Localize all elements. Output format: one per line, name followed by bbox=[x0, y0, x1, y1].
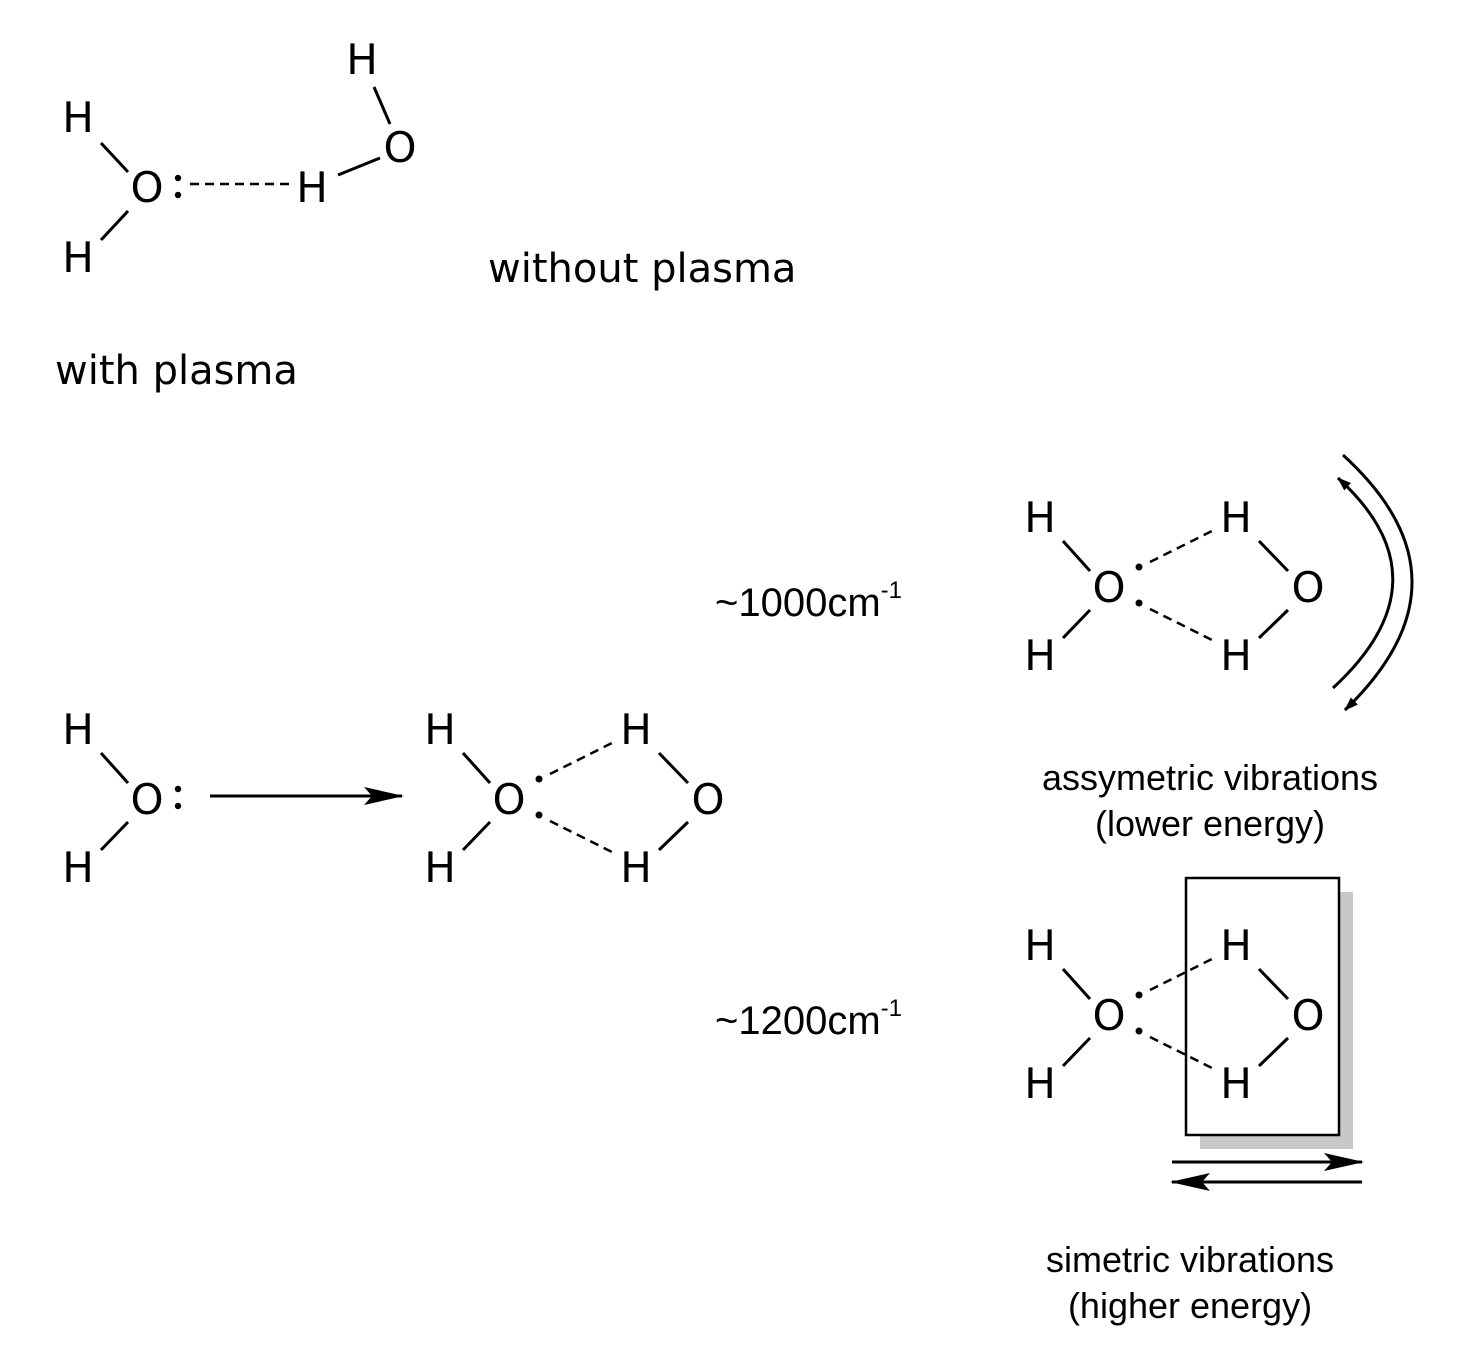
atom-h: H bbox=[1024, 631, 1056, 680]
asymmetric-wavenumber: ~1000cm-1 bbox=[715, 577, 902, 625]
atom-o: O bbox=[492, 775, 525, 824]
hydrogen-bond bbox=[1149, 607, 1215, 643]
atom-h: H bbox=[296, 163, 328, 212]
atom-h: H bbox=[1024, 493, 1056, 542]
atom-h: H bbox=[424, 705, 456, 754]
lone-pair-dot bbox=[1135, 599, 1143, 607]
hydrogen-bond bbox=[1149, 1035, 1215, 1071]
atom-o: O bbox=[691, 775, 724, 824]
wavenumber-value: ~1200cm bbox=[715, 999, 881, 1043]
bond bbox=[657, 820, 690, 852]
bifurcated-dimer-symmetric: H H O H H O bbox=[1024, 921, 1324, 1108]
symmetric-caption-line1: simetric vibrations bbox=[1046, 1239, 1334, 1280]
bond bbox=[461, 751, 492, 785]
bond bbox=[99, 141, 130, 174]
hydrogen-bond bbox=[549, 740, 615, 776]
lone-pair-dot bbox=[174, 802, 182, 810]
bond bbox=[1061, 539, 1092, 573]
lone-pair-dot bbox=[535, 811, 543, 819]
lone-pair-dot bbox=[1135, 991, 1143, 999]
atom-h: H bbox=[62, 705, 94, 754]
bond bbox=[1257, 539, 1290, 573]
atom-h: H bbox=[424, 843, 456, 892]
single-water-molecule: H H O bbox=[62, 705, 182, 892]
bond bbox=[1257, 967, 1290, 1001]
rocking-arrow-down bbox=[1341, 453, 1414, 712]
atom-h: H bbox=[1024, 921, 1056, 970]
atom-h: H bbox=[62, 843, 94, 892]
atom-o: O bbox=[383, 123, 416, 172]
asymmetric-caption-line2: (lower energy) bbox=[1095, 803, 1325, 844]
atom-o: O bbox=[1291, 563, 1324, 612]
rocking-arrow-up bbox=[1331, 476, 1395, 690]
wavenumber-value: ~1000cm bbox=[715, 581, 881, 625]
with-plasma-label: with plasma bbox=[55, 348, 298, 394]
bifurcated-dimer-asymmetric: H H O H H O bbox=[1024, 493, 1324, 680]
bond bbox=[1061, 967, 1092, 1001]
bifurcated-dimer-middle: H H O H H O bbox=[424, 705, 724, 892]
symmetric-wavenumber: ~1200cm-1 bbox=[715, 995, 902, 1043]
hydrogen-bond bbox=[1149, 956, 1215, 992]
bond bbox=[99, 209, 130, 242]
atom-h: H bbox=[62, 233, 94, 282]
atom-o: O bbox=[130, 163, 163, 212]
molecule-box bbox=[1184, 876, 1341, 1137]
lone-pair-dot bbox=[174, 191, 182, 199]
hydrogen-bond bbox=[549, 819, 615, 855]
atom-h: H bbox=[620, 843, 652, 892]
without-plasma-label: without plasma bbox=[488, 246, 796, 292]
hydrogen-bond bbox=[1149, 528, 1215, 564]
lone-pair-dot bbox=[174, 174, 182, 182]
atom-h: H bbox=[346, 35, 378, 84]
lone-pair-dot bbox=[174, 785, 182, 793]
bond bbox=[1257, 1036, 1290, 1068]
wavenumber-exponent: -1 bbox=[881, 577, 902, 604]
lone-pair-dot bbox=[1135, 1027, 1143, 1035]
asymmetric-caption-line1: assymetric vibrations bbox=[1042, 757, 1378, 798]
atom-h: H bbox=[1024, 1059, 1056, 1108]
atom-h: H bbox=[62, 93, 94, 142]
bond bbox=[99, 820, 130, 852]
bond bbox=[337, 156, 381, 177]
bond bbox=[1061, 1036, 1092, 1068]
atom-o: O bbox=[130, 775, 163, 824]
atom-h: H bbox=[1220, 921, 1252, 970]
bond bbox=[657, 751, 690, 785]
bond bbox=[1257, 608, 1290, 640]
atom-h: H bbox=[1220, 1059, 1252, 1108]
lone-pair-dot bbox=[1135, 563, 1143, 571]
symmetric-caption-line2: (higher energy) bbox=[1068, 1285, 1312, 1326]
bond bbox=[372, 86, 392, 125]
lone-pair-dot bbox=[535, 775, 543, 783]
atom-h: H bbox=[620, 705, 652, 754]
atom-o: O bbox=[1291, 991, 1324, 1040]
bond bbox=[461, 820, 492, 852]
bond bbox=[99, 751, 130, 785]
atom-h: H bbox=[1220, 631, 1252, 680]
atom-o: O bbox=[1092, 563, 1125, 612]
wavenumber-exponent: -1 bbox=[881, 995, 902, 1022]
bond bbox=[1061, 608, 1092, 640]
atom-h: H bbox=[1220, 493, 1252, 542]
dimer-without-plasma: H H O H O H bbox=[62, 35, 416, 282]
atom-o: O bbox=[1092, 991, 1125, 1040]
